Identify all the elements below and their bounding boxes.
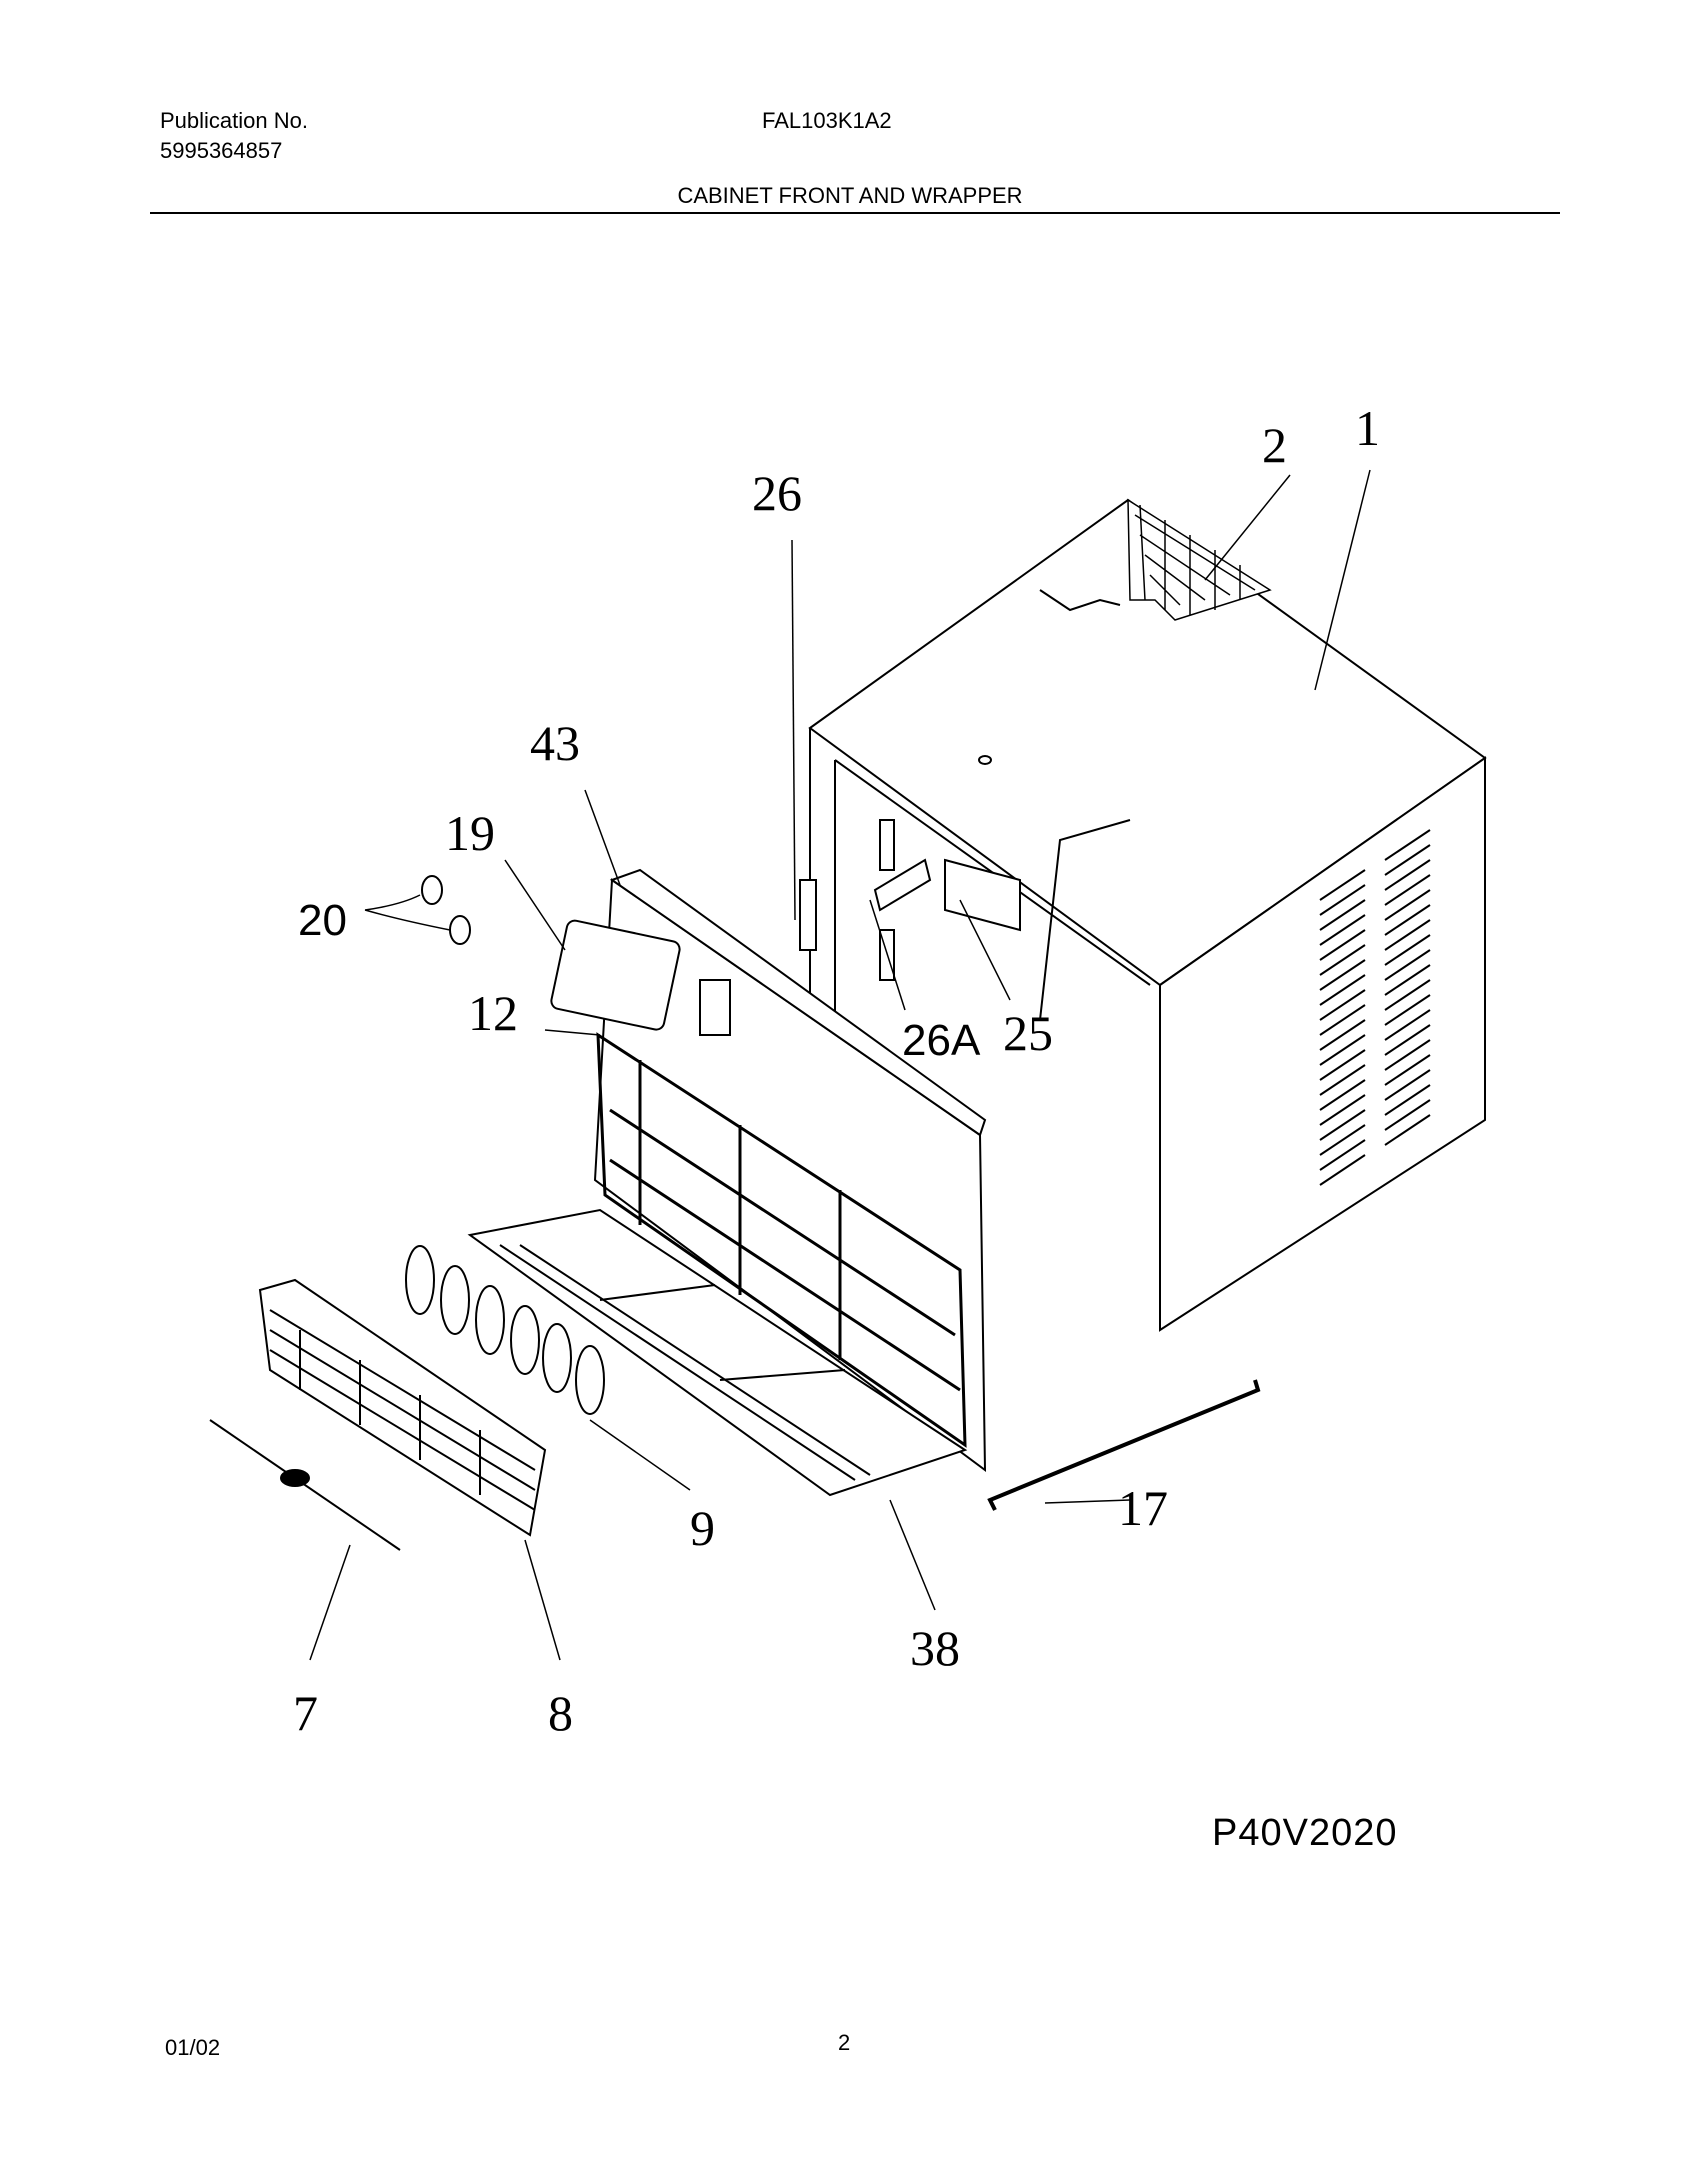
callout-25: 25 (1003, 1005, 1053, 1061)
leader-lines (309, 469, 1371, 1661)
louver-discs (405, 1245, 605, 1415)
footer-date: 01/02 (165, 2035, 221, 2060)
trim-strip (209, 1419, 401, 1551)
callout-20: 20 (298, 896, 347, 945)
bottom-seal-strip (987, 1379, 1261, 1511)
callout-12: 12 (468, 985, 518, 1041)
publication-label: Publication No. (160, 108, 308, 133)
callout-19: 19 (445, 805, 495, 861)
model-number: FAL103K1A2 (762, 108, 892, 133)
header-divider (150, 212, 1560, 214)
filter-label-panel (550, 919, 681, 1031)
callout-17: 17 (1118, 1480, 1168, 1536)
publication-number: 5995364857 (160, 138, 283, 163)
callout-1: 1 (1355, 400, 1380, 456)
callout-7: 7 (293, 1685, 318, 1741)
callout-26a: 26A (902, 1016, 981, 1065)
callout-9: 9 (690, 1500, 715, 1556)
top-mesh-screen (1127, 498, 1272, 621)
callout-2: 2 (1262, 417, 1287, 473)
callout-8: 8 (548, 1685, 573, 1741)
cabinet-wrapper (808, 498, 1487, 1332)
page-number: 2 (838, 2030, 851, 2055)
filter-tray (467, 1208, 968, 1497)
side-louvers (1319, 829, 1431, 1186)
mounting-brackets (799, 819, 1021, 981)
drawing-code: P40V2020 (1212, 1812, 1398, 1854)
callout-38: 38 (910, 1620, 960, 1676)
callout-26: 26 (752, 465, 802, 521)
section-title: CABINET FRONT AND WRAPPER (677, 183, 1023, 208)
front-grille (258, 1278, 547, 1537)
control-knobs (421, 875, 471, 945)
filter-frame (596, 1032, 967, 1448)
callout-43: 43 (530, 715, 580, 771)
